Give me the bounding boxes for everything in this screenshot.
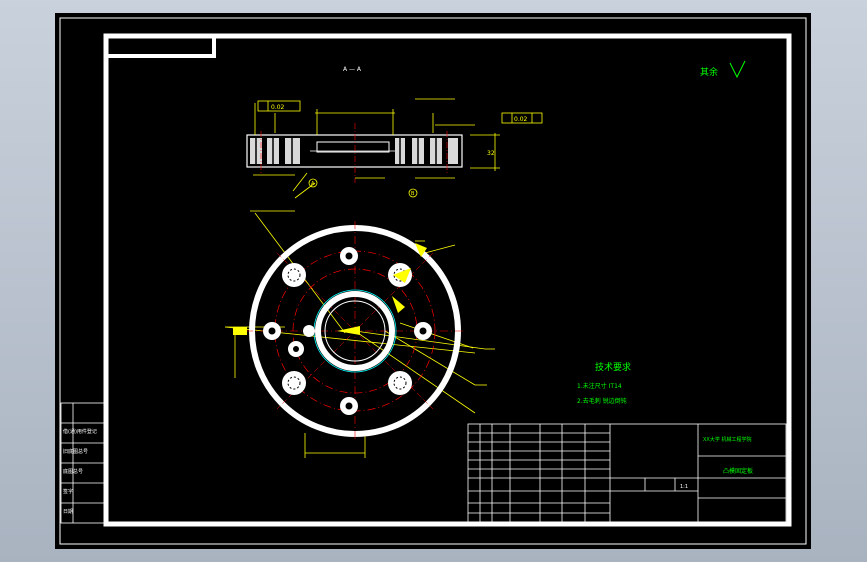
plan-view bbox=[224, 212, 495, 458]
roughness-note: 其余 bbox=[700, 60, 746, 79]
flatness-frame: 0.02 bbox=[257, 100, 301, 112]
svg-text:其余: 其余 bbox=[700, 66, 718, 78]
section-label: A — A bbox=[343, 66, 362, 73]
tech-req-line: 1.未注尺寸 IT14 bbox=[577, 382, 622, 390]
stamp-label: 旧底图总号 bbox=[63, 448, 88, 455]
stamp-label: 日期 bbox=[63, 509, 73, 515]
datum-b-marker bbox=[408, 188, 418, 198]
outer-frame bbox=[59, 17, 807, 545]
stamp-label: 签字 bbox=[63, 488, 73, 495]
svg-text:B: B bbox=[411, 191, 415, 197]
parallelism-frame: 0.02 bbox=[501, 112, 543, 124]
tech-req-line: 2.去毛刺 锐边倒钝 bbox=[577, 397, 627, 405]
section-view: 0.02 0.02 32 A B bbox=[246, 98, 543, 212]
section-arrow-icon bbox=[233, 243, 427, 335]
large-hole-icon bbox=[282, 263, 412, 395]
technical-requirements: 技术要求 1.未注尺寸 IT14 2.去毛刺 锐边倒钝 bbox=[577, 361, 631, 405]
roughness-symbol-icon bbox=[729, 60, 746, 79]
title-block-text: XX大学 机械工程学院 凸模固定板 1:1 bbox=[680, 436, 753, 490]
school-name: XX大学 机械工程学院 bbox=[703, 436, 751, 443]
left-stamp-table bbox=[60, 402, 105, 524]
drawing-sheet: 借(通)用件登记 旧底图总号 底图总号 签字 日期 A — A 其余 bbox=[55, 13, 811, 549]
code-box bbox=[104, 34, 216, 58]
title-block bbox=[467, 423, 787, 523]
stamp-label: 借(通)用件登记 bbox=[63, 428, 97, 435]
scale-value: 1:1 bbox=[680, 484, 688, 490]
tech-req-title: 技术要求 bbox=[595, 361, 631, 373]
svg-text:A: A bbox=[311, 181, 315, 187]
svg-text:0.02: 0.02 bbox=[271, 104, 285, 111]
thickness-dim: 32 bbox=[487, 150, 495, 157]
cad-drawing: 借(通)用件登记 旧底图总号 底图总号 签字 日期 A — A 其余 bbox=[59, 17, 807, 545]
svg-text:0.02: 0.02 bbox=[514, 116, 528, 123]
datum-a-marker bbox=[308, 178, 318, 188]
inner-frame bbox=[103, 33, 792, 527]
drawing-name: 凸模固定板 bbox=[723, 467, 753, 475]
stamp-label: 底图总号 bbox=[63, 468, 83, 475]
left-stamp-labels: 借(通)用件登记 旧底图总号 底图总号 签字 日期 bbox=[63, 428, 97, 515]
